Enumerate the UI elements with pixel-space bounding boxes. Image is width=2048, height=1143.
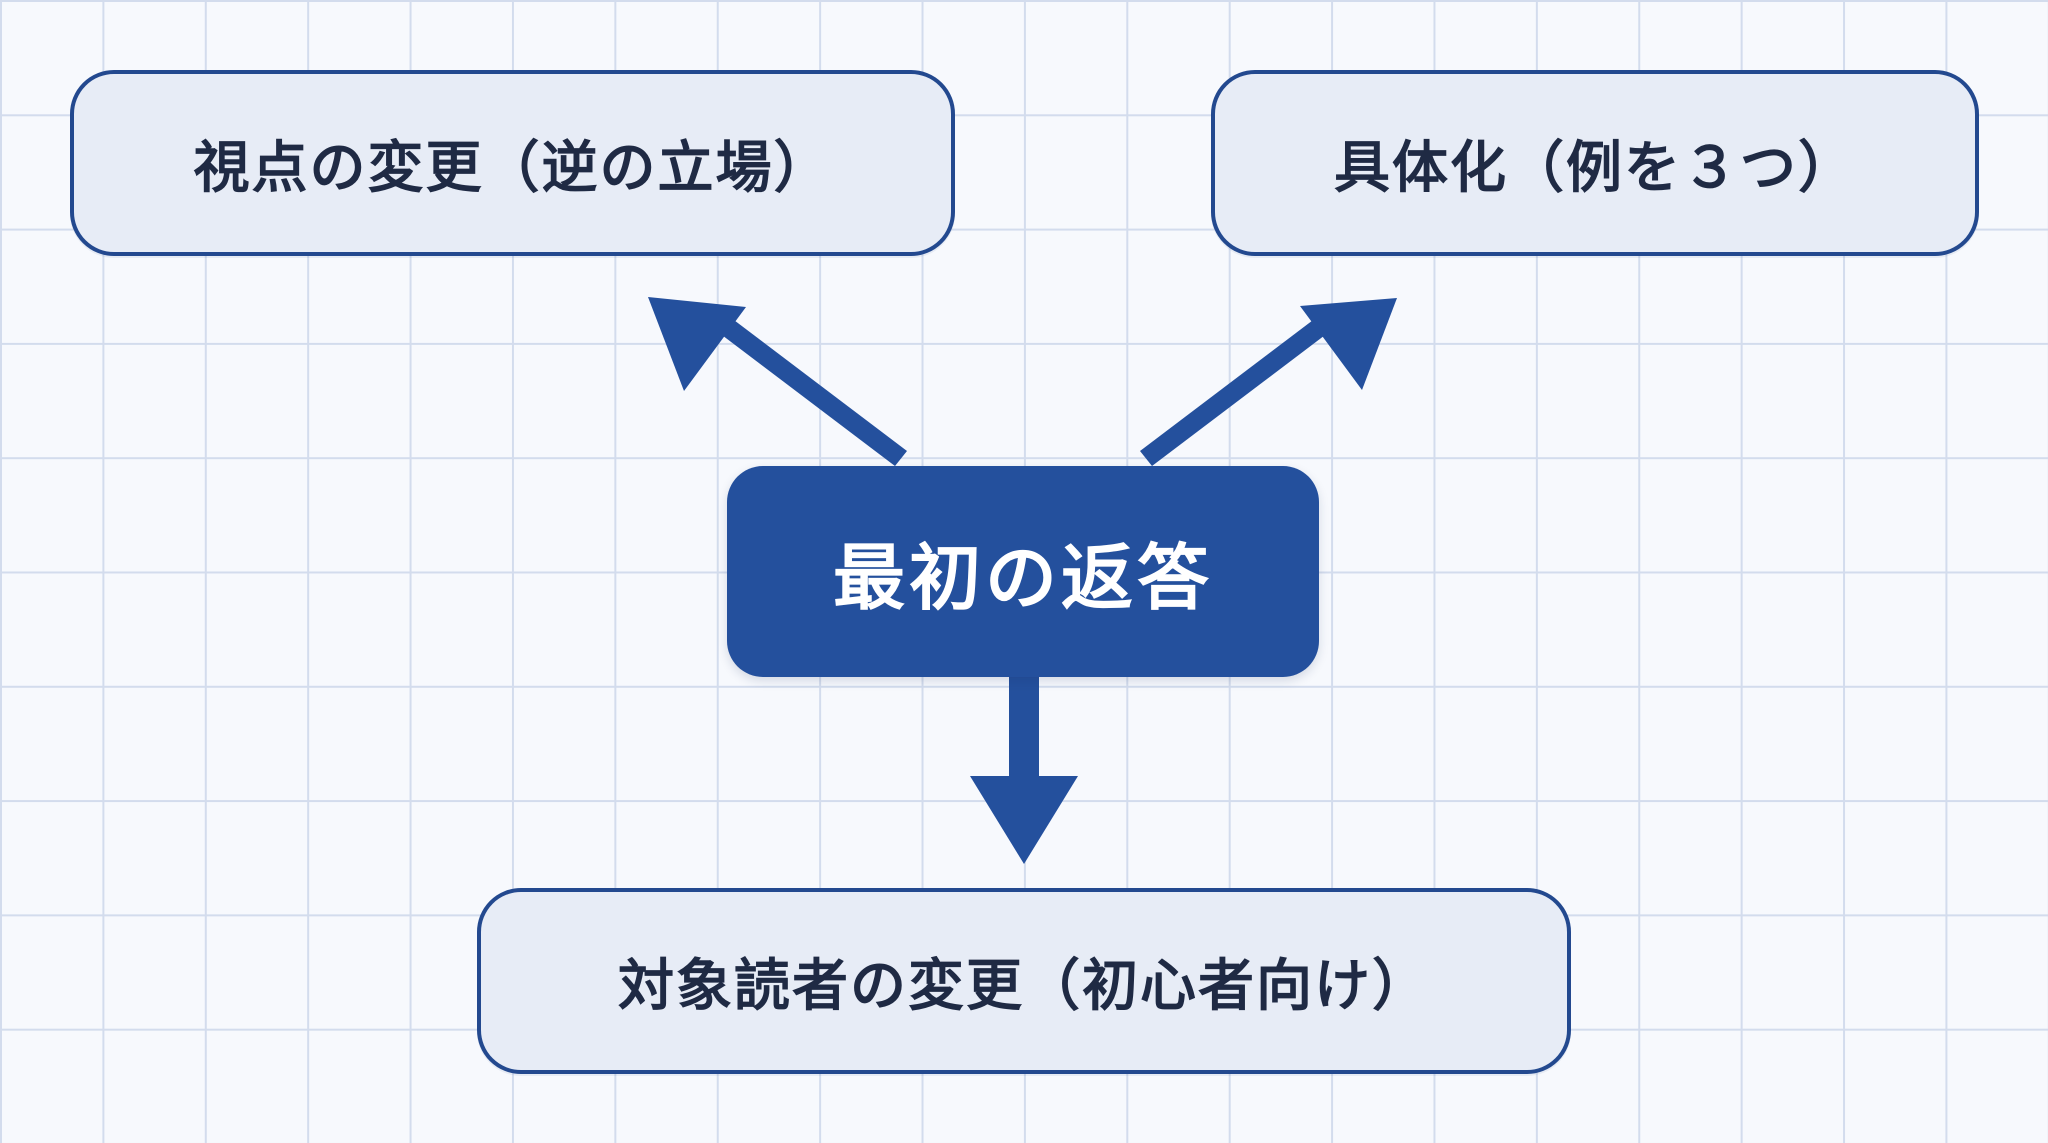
branch-label: 具体化（例を３つ） — [1334, 135, 1856, 201]
branch-node-audience-change: 対象読者の変更（初心者向け） — [477, 888, 1571, 1074]
center-node-initial-response: 最初の返答 — [727, 466, 1319, 677]
branch-node-perspective-change: 視点の変更（逆の立場） — [70, 70, 955, 256]
branch-node-concretization: 具体化（例を３つ） — [1211, 70, 1979, 256]
arrow-to-concretization — [1140, 298, 1397, 466]
arrow-to-audience-change — [970, 677, 1078, 864]
arrow-to-perspective-change — [648, 297, 907, 466]
branch-label: 視点の変更（逆の立場） — [193, 135, 832, 201]
branch-label: 対象読者の変更（初心者向け） — [618, 953, 1430, 1019]
center-label: 最初の返答 — [832, 536, 1213, 620]
